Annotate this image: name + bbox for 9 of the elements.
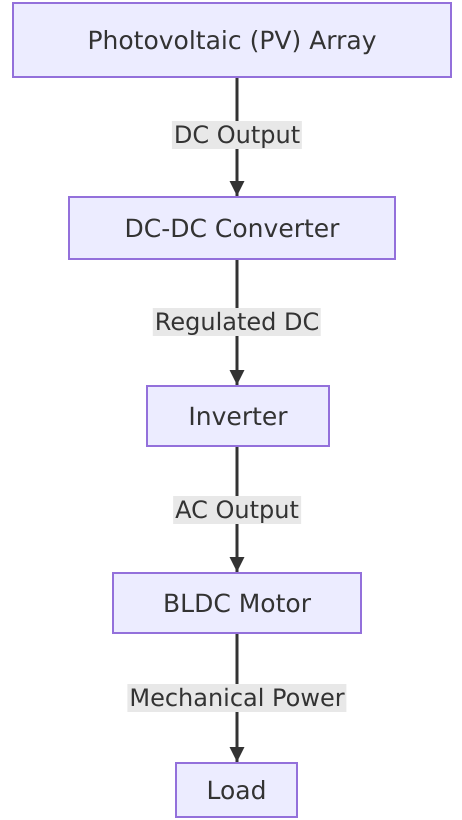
process-box: Inverter	[146, 385, 330, 447]
process-box: Load	[175, 762, 298, 818]
process-box: DC-DC Converter	[68, 196, 396, 260]
edge-label: Mechanical Power	[127, 684, 347, 712]
edge-label: AC Output	[173, 496, 301, 524]
edge-label: DC Output	[172, 121, 302, 149]
process-box: Photovoltaic (PV) Array	[12, 2, 452, 78]
process-box: BLDC Motor	[112, 572, 362, 634]
edge-label: Regulated DC	[152, 308, 322, 336]
